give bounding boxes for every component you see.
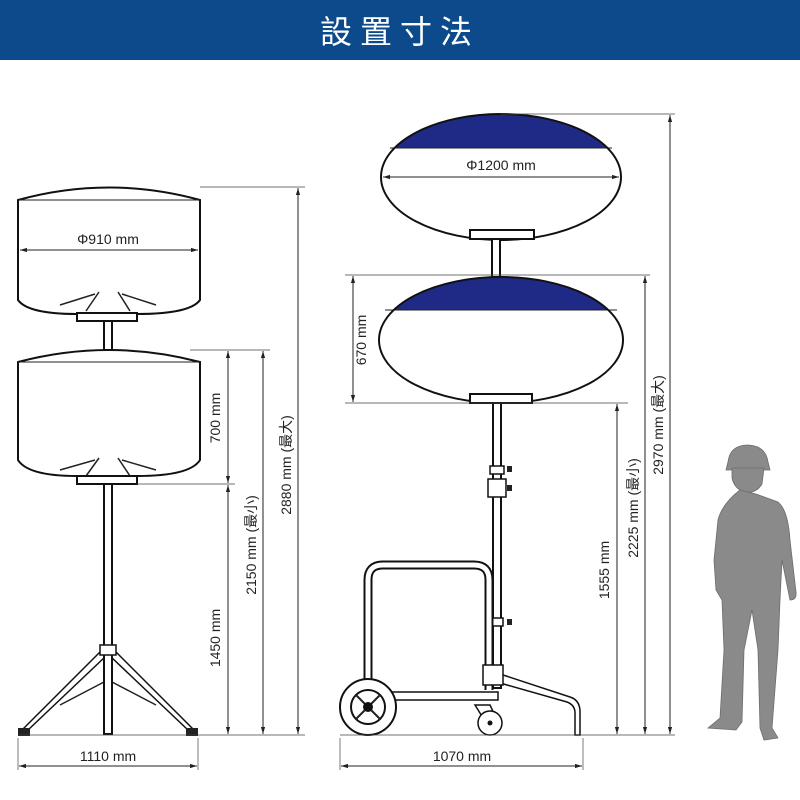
lower-balloon [378, 276, 624, 404]
drum-light-tower: Φ910 mm 700 mm 1450 mm 2150 mm (最小) 2880… [17, 186, 305, 770]
header-bar: 設置寸法 [0, 0, 800, 60]
balloon-pole-height-label: 1555 mm [596, 541, 612, 599]
balloon-max-height-label: 2970 mm (最大) [650, 375, 666, 475]
balloon-min-height-label: 2225 mm (最小) [625, 458, 641, 558]
drum-pole-height-label: 1450 mm [207, 609, 223, 667]
drum-max-height-label: 2880 mm (最大) [278, 415, 294, 515]
lower-drum [17, 349, 201, 485]
drum-min-height-label: 2150 mm (最小) [243, 495, 259, 595]
drum-diameter-label: Φ910 mm [77, 231, 139, 247]
drum-base-width-label: 1110 mm [80, 748, 136, 764]
person-silhouette-icon [706, 444, 797, 741]
page-title: 設置寸法 [319, 13, 480, 51]
balloon-light-tower: Φ1200 mm 670 mm 1555 mm 2225 mm (最小) 297… [339, 113, 675, 770]
upper-drum [17, 186, 201, 322]
drum-head-height-label: 700 mm [207, 393, 223, 444]
pole-segment [103, 320, 113, 351]
balloon-base-width-label: 1070 mm [433, 748, 491, 764]
tripod-stand [18, 483, 198, 736]
balloon-head-height-label: 670 mm [353, 315, 369, 366]
balloon-diameter-label: Φ1200 mm [466, 157, 536, 173]
cart-stand [339, 402, 581, 736]
